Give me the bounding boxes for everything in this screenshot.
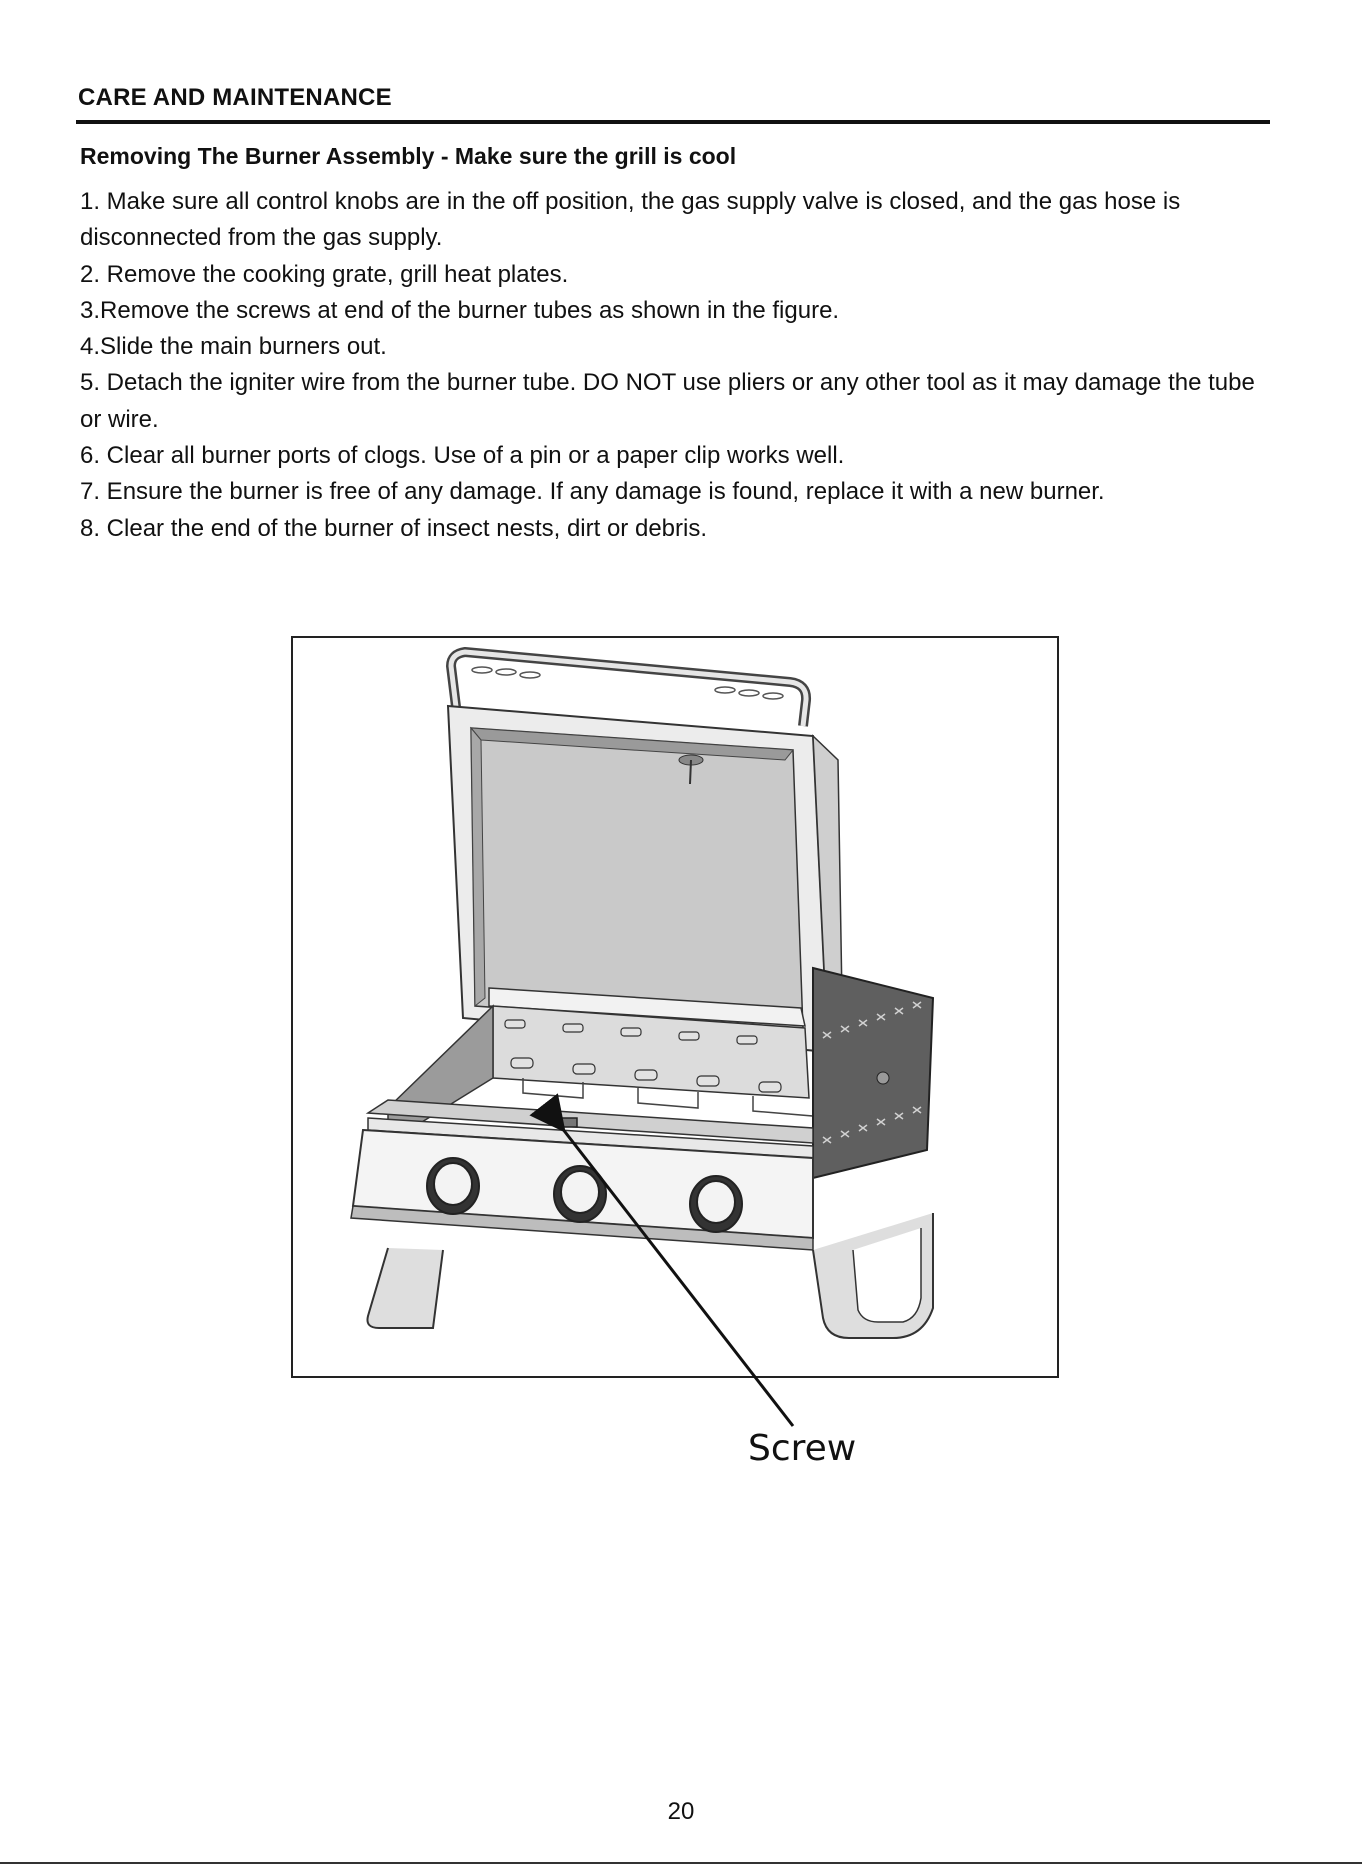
- step-1: 1. Make sure all control knobs are in th…: [80, 188, 1181, 252]
- callout-label-screw: Screw: [748, 1428, 857, 1469]
- screw-marker: [560, 1117, 578, 1128]
- step-6: 6. Clear all burner ports of clogs. Use …: [80, 442, 845, 470]
- step-3: 3.Remove the screws at end of the burner…: [80, 296, 840, 324]
- step-4: 4.Slide the main burners out.: [80, 333, 387, 361]
- page-number: 20: [667, 1798, 695, 1825]
- title-divider: [76, 120, 1270, 124]
- section-title: CARE AND MAINTENANCE: [78, 84, 392, 111]
- step-7: 7. Ensure the burner is free of any dama…: [80, 478, 1105, 506]
- step-8: 8. Clear the end of the burner of insect…: [80, 514, 707, 542]
- grill-illustration: [350, 647, 935, 1339]
- step-5: 5. Detach the igniter wire from the burn…: [80, 369, 1255, 433]
- grill-figure: [291, 636, 1059, 1378]
- instruction-steps: 1. Make sure all control knobs are in th…: [80, 184, 1280, 547]
- footer-divider: [0, 1862, 1362, 1864]
- subheading: Removing The Burner Assembly - Make sure…: [80, 143, 737, 169]
- step-2: 2. Remove the cooking grate, grill heat …: [80, 260, 569, 288]
